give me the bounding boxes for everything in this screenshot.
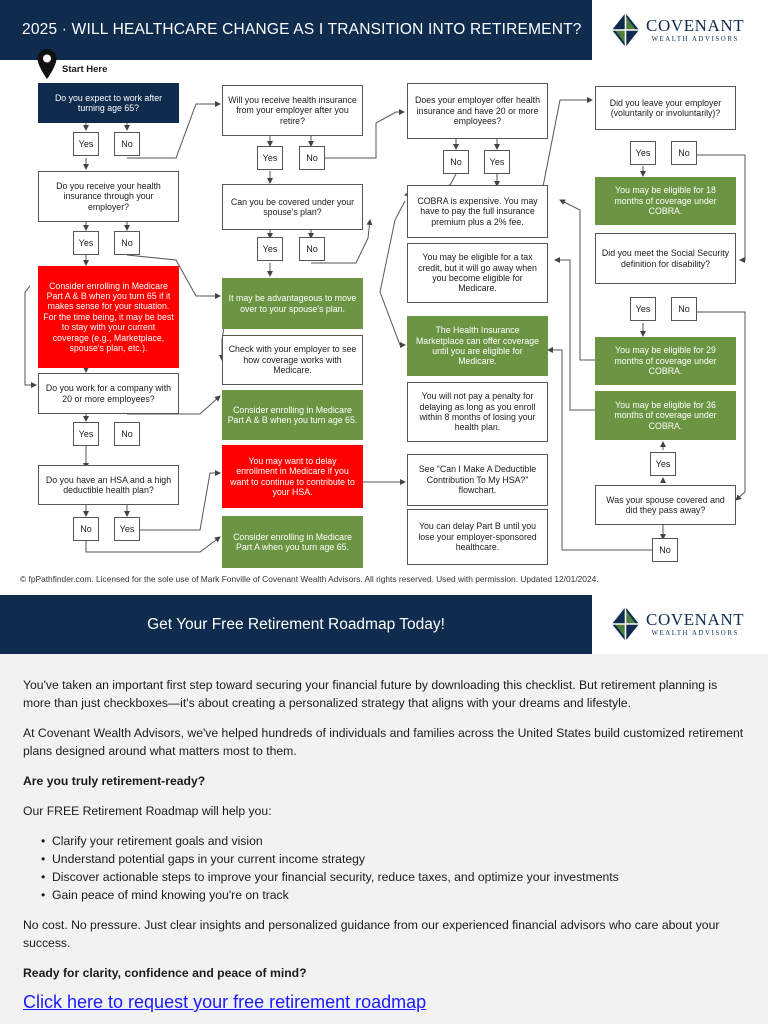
answer-yes: Yes	[630, 141, 656, 165]
answer-no: No	[114, 422, 140, 446]
question-retiree-insurance: Will you receive health insurance from y…	[222, 85, 363, 136]
header-band	[0, 0, 592, 60]
clarity-question: Ready for clarity, confidence and peace …	[23, 966, 307, 980]
logo-name: COVENANT	[646, 16, 745, 35]
question-employer-insurance: Do you receive your health insurance thr…	[38, 171, 179, 222]
copyright-notice: © fpPathfinder.com. Licensed for the sol…	[20, 574, 599, 584]
answer-no: No	[299, 146, 325, 170]
answer-yes: Yes	[484, 150, 510, 174]
diamond-logo-icon	[612, 13, 639, 47]
answer-no: No	[652, 538, 678, 562]
question-ss-disability: Did you meet the Social Security definit…	[595, 233, 736, 284]
roadmap-lead: Our FREE Retirement Roadmap will help yo…	[23, 804, 272, 818]
answer-yes: Yes	[257, 237, 283, 261]
move-to-spouse-plan: It may be advantageous to move over to y…	[222, 278, 363, 329]
roadmap-content: You've taken an important first step tow…	[0, 654, 768, 1024]
benefit-list: Clarify your retirement goals and vision…	[41, 832, 744, 904]
delay-enrollment-hsa: You may want to delay enrollment in Medi…	[222, 445, 363, 508]
cobra-36-months: You may be eligible for 36 months of cov…	[595, 391, 736, 440]
question-spouse-plan: Can you be covered under your spouse's p…	[222, 184, 363, 230]
answer-yes: Yes	[257, 146, 283, 170]
answer-no: No	[114, 231, 140, 255]
start-label: Start Here	[62, 64, 108, 75]
no-cost-paragraph: No cost. No pressure. Just clear insight…	[23, 918, 720, 950]
diamond-logo-icon	[612, 607, 639, 641]
answer-yes: Yes	[630, 297, 656, 321]
covenant-logo: COVENANT WEALTH ADVISORS	[612, 607, 744, 641]
consider-part-ab-current-coverage: Consider enrolling in Medicare Part A & …	[38, 266, 179, 368]
location-pin-icon	[37, 49, 57, 79]
list-item: Clarify your retirement goals and vision	[41, 832, 744, 850]
flowchart: Start Here Do you expect to work after t…	[0, 49, 768, 595]
answer-no: No	[73, 517, 99, 541]
answer-yes: Yes	[114, 517, 140, 541]
question-employer-20-employees: Does your employer offer health insuranc…	[407, 83, 548, 139]
cta-title: Get Your Free Retirement Roadmap Today!	[147, 616, 445, 633]
request-roadmap-link[interactable]: Click here to request your free retireme…	[23, 992, 427, 1012]
cta-band	[0, 595, 592, 654]
cobra-29-months: You may be eligible for 29 months of cov…	[595, 337, 736, 385]
question-spouse-covered: Was your spouse covered and did they pas…	[595, 485, 736, 525]
question-company-20-employees: Do you work for a company with 20 or mor…	[38, 373, 179, 414]
retirement-ready-question: Are you truly retirement-ready?	[23, 774, 206, 788]
page-header: 2025 · WILL HEALTHCARE CHANGE AS I TRANS…	[0, 0, 768, 60]
answer-no: No	[114, 132, 140, 156]
delay-part-b: You can delay Part B until you lose your…	[407, 509, 548, 565]
check-with-employer: Check with your employer to see how cove…	[222, 335, 363, 385]
answer-yes: Yes	[73, 132, 99, 156]
answer-no: No	[671, 141, 697, 165]
cta-banner: Get Your Free Retirement Roadmap Today! …	[0, 595, 768, 654]
list-item: Gain peace of mind knowing you're on tra…	[41, 886, 744, 904]
enroll-part-a-65: Consider enrolling in Medicare Part A wh…	[222, 516, 363, 568]
answer-yes: Yes	[73, 231, 99, 255]
question-leave-employer: Did you leave your employer (voluntarily…	[595, 86, 736, 130]
cobra-18-months: You may be eligible for 18 months of cov…	[595, 177, 736, 225]
logo-name: COVENANT	[646, 610, 745, 629]
cobra-expensive: COBRA is expensive. You may have to pay …	[407, 185, 548, 238]
covenant-logo: COVENANT WEALTH ADVISORS	[612, 13, 744, 47]
enroll-part-ab-65: Consider enrolling in Medicare Part A & …	[222, 390, 363, 440]
question-work-after-65: Do you expect to work after turning age …	[38, 83, 179, 123]
answer-no: No	[299, 237, 325, 261]
see-hsa-flowchart: See “Can I Make A Deductible Contributio…	[407, 454, 548, 506]
logo-subtitle: WEALTH ADVISORS	[651, 36, 739, 43]
tax-credit-info: You may be eligible for a tax credit, bu…	[407, 243, 548, 303]
question-hsa: Do you have an HSA and a high deductible…	[38, 465, 179, 505]
intro-paragraph: You've taken an important first step tow…	[23, 678, 718, 710]
logo-subtitle: WEALTH ADVISORS	[651, 630, 739, 637]
answer-yes: Yes	[650, 452, 676, 476]
list-item: Understand potential gaps in your curren…	[41, 850, 744, 868]
no-penalty-info: You will not pay a penalty for delaying …	[407, 382, 548, 442]
health-insurance-marketplace: The Health Insurance Marketplace can off…	[407, 316, 548, 376]
about-paragraph: At Covenant Wealth Advisors, we've helpe…	[23, 726, 744, 758]
page-title: 2025 · WILL HEALTHCARE CHANGE AS I TRANS…	[22, 21, 582, 38]
list-item: Discover actionable steps to improve you…	[41, 868, 744, 886]
answer-yes: Yes	[73, 422, 99, 446]
answer-no: No	[443, 150, 469, 174]
answer-no: No	[671, 297, 697, 321]
